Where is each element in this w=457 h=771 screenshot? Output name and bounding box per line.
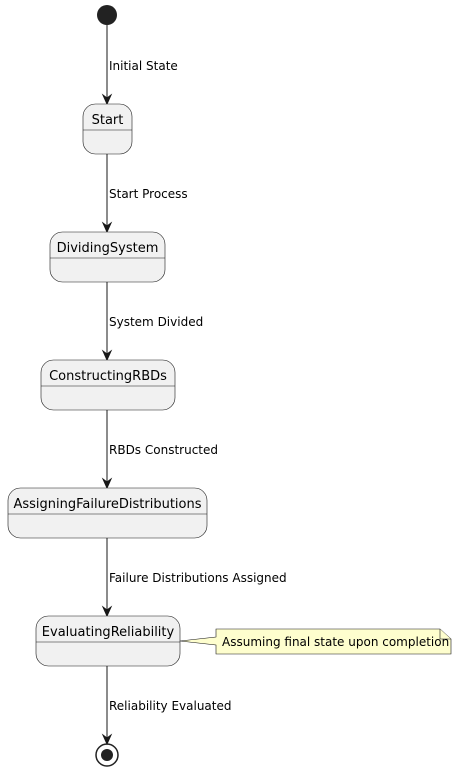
note-text: Assuming final state upon completion [222, 635, 449, 649]
note-box [179, 628, 452, 655]
arrow-head [101, 733, 113, 746]
note-fold-corner [439, 629, 451, 640]
arrow-head [101, 477, 113, 490]
state-box [35, 615, 181, 667]
transition-label-initial-state: Initial State [109, 59, 178, 73]
state-evaluating-reliability[interactable]: EvaluatingReliability [35, 615, 181, 667]
transition-label-rbds-constructed: RBDs Constructed [109, 443, 218, 457]
transition-label-failure-distributions-assigned: Failure Distributions Assigned [109, 571, 287, 585]
final-state-ring [95, 743, 119, 767]
transition-start-process: Start Process [101, 154, 188, 234]
state-start[interactable]: Start [82, 103, 133, 155]
initial-state-dot [97, 5, 117, 25]
state-box [40, 359, 176, 411]
state-box [7, 487, 208, 539]
state-name-evaluating-reliability: EvaluatingReliability [42, 625, 175, 640]
note-final-state: Assuming final state upon completion [179, 628, 452, 655]
transition-label-reliability-evaluated: Reliability Evaluated [109, 699, 231, 713]
state-constructing-rbds[interactable]: ConstructingRBDs [40, 359, 176, 411]
state-assigning-failure-distributions[interactable]: AssigningFailureDistributions [7, 487, 208, 539]
arrow-head [101, 605, 113, 618]
transition-reliability-evaluated: Reliability Evaluated [101, 666, 231, 746]
final-state-marker [95, 743, 119, 767]
transition-label-start-process: Start Process [109, 187, 188, 201]
state-name-start: Start [92, 113, 124, 128]
state-box [49, 231, 166, 283]
arrow-head [101, 93, 113, 106]
final-state-dot [101, 749, 113, 761]
state-name-dividing-system: DividingSystem [57, 241, 159, 256]
state-name-constructing-rbds: ConstructingRBDs [49, 369, 167, 384]
transition-system-divided: System Divided [101, 282, 203, 362]
transition-rbds-constructed: RBDs Constructed [101, 410, 218, 490]
state-name-assigning-failure-distributions: AssigningFailureDistributions [13, 497, 201, 512]
state-box [82, 103, 133, 155]
arrow-head [101, 349, 113, 362]
state-dividing-system[interactable]: DividingSystem [49, 231, 166, 283]
transition-failure-distributions-assigned: Failure Distributions Assigned [101, 538, 287, 618]
transition-label-system-divided: System Divided [109, 315, 203, 329]
arrow-head [101, 221, 113, 234]
transition-initial: Initial State [101, 25, 178, 106]
